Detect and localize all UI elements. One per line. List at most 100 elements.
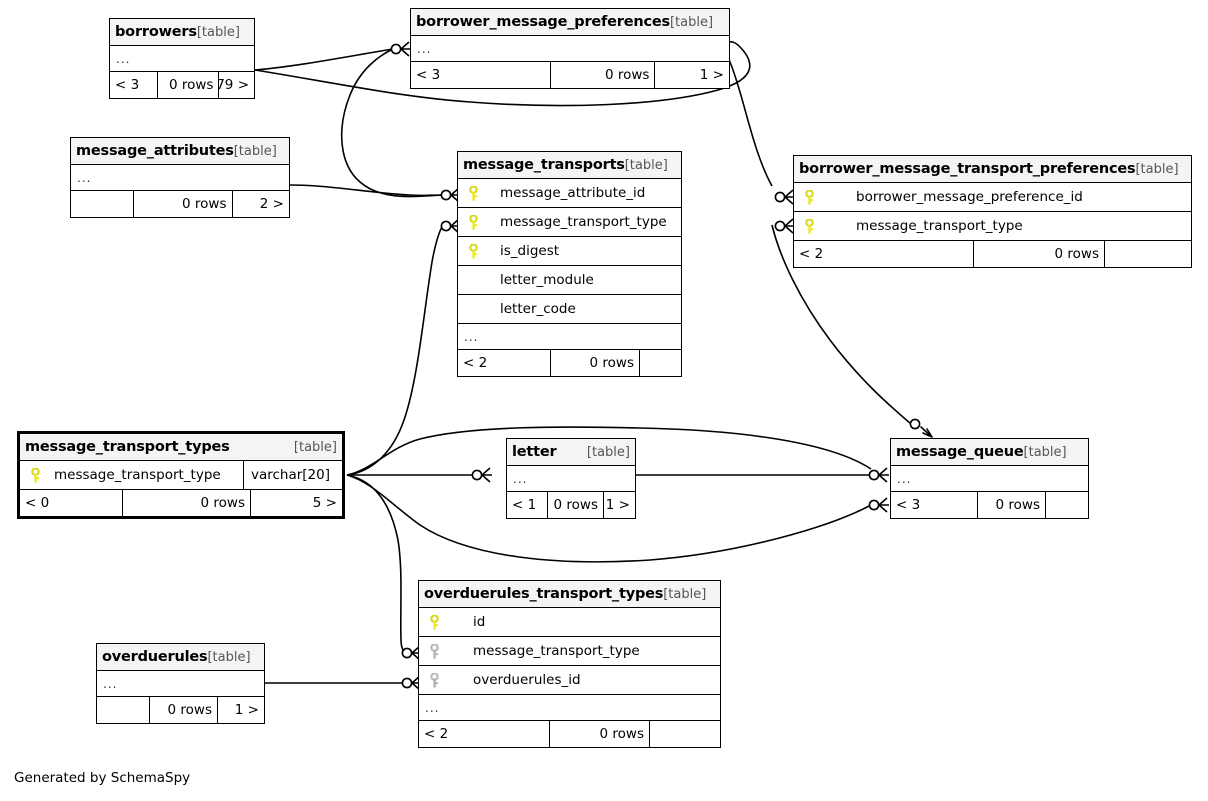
footer-parents: < 2 xyxy=(424,726,449,742)
table-footer: < 2 0 rows xyxy=(794,241,1191,267)
row-label: ... xyxy=(513,471,528,486)
footer-children: 79 > xyxy=(218,72,254,98)
column-name: is_digest xyxy=(500,243,560,259)
table-message-attributes[interactable]: message_attributes[table] ... 0 rows 2 > xyxy=(70,137,290,218)
table-borrower-message-transport-preferences[interactable]: borrower_message_transport_preferences[t… xyxy=(793,155,1192,268)
table-row-column[interactable]: borrower_message_preference_id xyxy=(794,183,1191,212)
table-name: borrowers xyxy=(115,24,197,40)
foreign-key-icon xyxy=(429,672,443,688)
table-name: message_queue xyxy=(896,444,1024,460)
table-tag: [table] xyxy=(207,649,251,665)
footer-children: 1 > xyxy=(217,697,264,723)
row-label: ... xyxy=(897,471,912,486)
footer-rowcount: 0 rows xyxy=(133,191,231,217)
table-row-column[interactable]: message_transport_type xyxy=(794,212,1191,241)
footer-parents xyxy=(97,697,149,723)
table-name: message_transport_types xyxy=(25,439,230,455)
table-footer: < 0 0 rows 5 > xyxy=(20,490,342,516)
table-header: borrower_message_transport_preferences[t… xyxy=(794,156,1191,183)
column-name: letter_module xyxy=(500,272,594,288)
table-header: borrowers[table] xyxy=(110,19,254,46)
row-label: ... xyxy=(425,700,440,715)
footer-children: 1 > xyxy=(654,62,729,88)
table-tag: [table] xyxy=(233,143,277,159)
table-name: overduerules_transport_types xyxy=(424,586,664,602)
table-name: borrower_message_transport_preferences xyxy=(799,161,1136,177)
table-borrower-message-preferences[interactable]: borrower_message_preferences[table] ... … xyxy=(410,8,730,89)
table-name: message_attributes xyxy=(76,143,234,159)
row-label: ... xyxy=(77,170,92,185)
table-row-ellipsis: ... xyxy=(97,671,264,697)
table-row-column[interactable]: message_attribute_id xyxy=(458,179,681,208)
footer-parents: < 2 xyxy=(463,355,488,371)
table-header: overduerules_transport_types[table] xyxy=(419,581,720,608)
footer-rowcount: 0 rows xyxy=(157,72,218,98)
footer-children xyxy=(1104,241,1191,267)
row-label: ... xyxy=(417,41,432,56)
table-header: letter[table] xyxy=(507,439,635,466)
table-borrowers[interactable]: borrowers[table] ... < 3 0 rows 79 > xyxy=(109,18,255,99)
table-row-column[interactable]: message_transport_type xyxy=(419,637,720,666)
table-overduerules[interactable]: overduerules[table] ... 0 rows 1 > xyxy=(96,643,265,724)
table-row-ellipsis: ... xyxy=(71,165,289,191)
table-message-queue[interactable]: message_queue[table] ... < 3 0 rows xyxy=(890,438,1089,519)
primary-key-icon xyxy=(429,614,443,630)
edge-msgattr-to-transports xyxy=(289,184,444,197)
column-name: message_attribute_id xyxy=(500,185,646,201)
table-name: overduerules xyxy=(102,649,208,665)
footer-children xyxy=(639,350,681,376)
table-tag: [table] xyxy=(1023,444,1067,460)
foreign-key-icon xyxy=(429,643,443,659)
table-name: borrower_message_preferences xyxy=(416,14,670,30)
footer-parents: < 3 xyxy=(416,67,441,83)
column-name: message_transport_type xyxy=(54,467,221,483)
table-footer: < 2 0 rows xyxy=(458,350,681,376)
row-label: ... xyxy=(464,329,479,344)
table-footer: < 2 0 rows xyxy=(419,721,720,747)
footer-rowcount: 0 rows xyxy=(547,492,603,518)
table-row-column[interactable]: is_digest xyxy=(458,237,681,266)
table-row-column[interactable]: letter_code xyxy=(458,295,681,324)
primary-key-icon xyxy=(804,218,818,234)
table-name: message_transports xyxy=(463,157,625,173)
column-type: varchar[20] xyxy=(242,461,336,489)
table-message-transports[interactable]: message_transports[table] message_attrib… xyxy=(457,151,682,377)
column-name: id xyxy=(473,614,486,630)
footer-rowcount: 0 rows xyxy=(977,492,1045,518)
table-tag: [table] xyxy=(663,586,707,602)
footer-children xyxy=(1045,492,1088,518)
edge-mtt-to-transports xyxy=(346,224,444,476)
primary-key-icon xyxy=(30,467,44,483)
column-name: message_transport_type xyxy=(856,218,1023,234)
table-tag: [table] xyxy=(669,14,714,30)
table-header: overduerules[table] xyxy=(97,644,264,671)
footer-parents: < 2 xyxy=(799,246,824,262)
table-tag: [table] xyxy=(293,439,337,455)
generated-by-credit: Generated by SchemaSpy xyxy=(14,770,191,786)
table-message-transport-types[interactable]: message_transport_types [table] message_t… xyxy=(17,431,345,519)
table-row-ellipsis: ... xyxy=(891,466,1088,492)
footer-parents: < 1 xyxy=(512,497,537,513)
table-row-column[interactable]: id xyxy=(419,608,720,637)
table-letter[interactable]: letter[table] ... < 1 0 rows 1 > xyxy=(506,438,636,519)
table-tag: [table] xyxy=(196,24,240,40)
table-overduerules-transport-types[interactable]: overduerules_transport_types[table] id m… xyxy=(418,580,721,748)
table-row-column[interactable]: message_transport_type varchar[20] xyxy=(20,461,342,490)
table-row-column[interactable]: message_transport_type xyxy=(458,208,681,237)
column-name: borrower_message_preference_id xyxy=(856,189,1083,205)
edge-borrowers-to-bmp xyxy=(254,48,394,71)
table-row-ellipsis: ... xyxy=(419,695,720,721)
table-row-ellipsis: ... xyxy=(458,324,681,350)
table-header: message_queue[table] xyxy=(891,439,1088,466)
footer-rowcount: 0 rows xyxy=(549,721,649,747)
column-name: message_transport_type xyxy=(473,643,640,659)
footer-rowcount: 0 rows xyxy=(550,350,639,376)
primary-key-icon xyxy=(804,189,818,205)
table-header: message_attributes[table] xyxy=(71,138,289,165)
table-footer: < 3 0 rows 79 > xyxy=(110,72,254,98)
table-tag: [table] xyxy=(1135,161,1179,177)
row-label: ... xyxy=(116,51,131,66)
table-row-column[interactable]: letter_module xyxy=(458,266,681,295)
table-row-column[interactable]: overduerules_id xyxy=(419,666,720,695)
footer-children: 2 > xyxy=(231,191,290,217)
